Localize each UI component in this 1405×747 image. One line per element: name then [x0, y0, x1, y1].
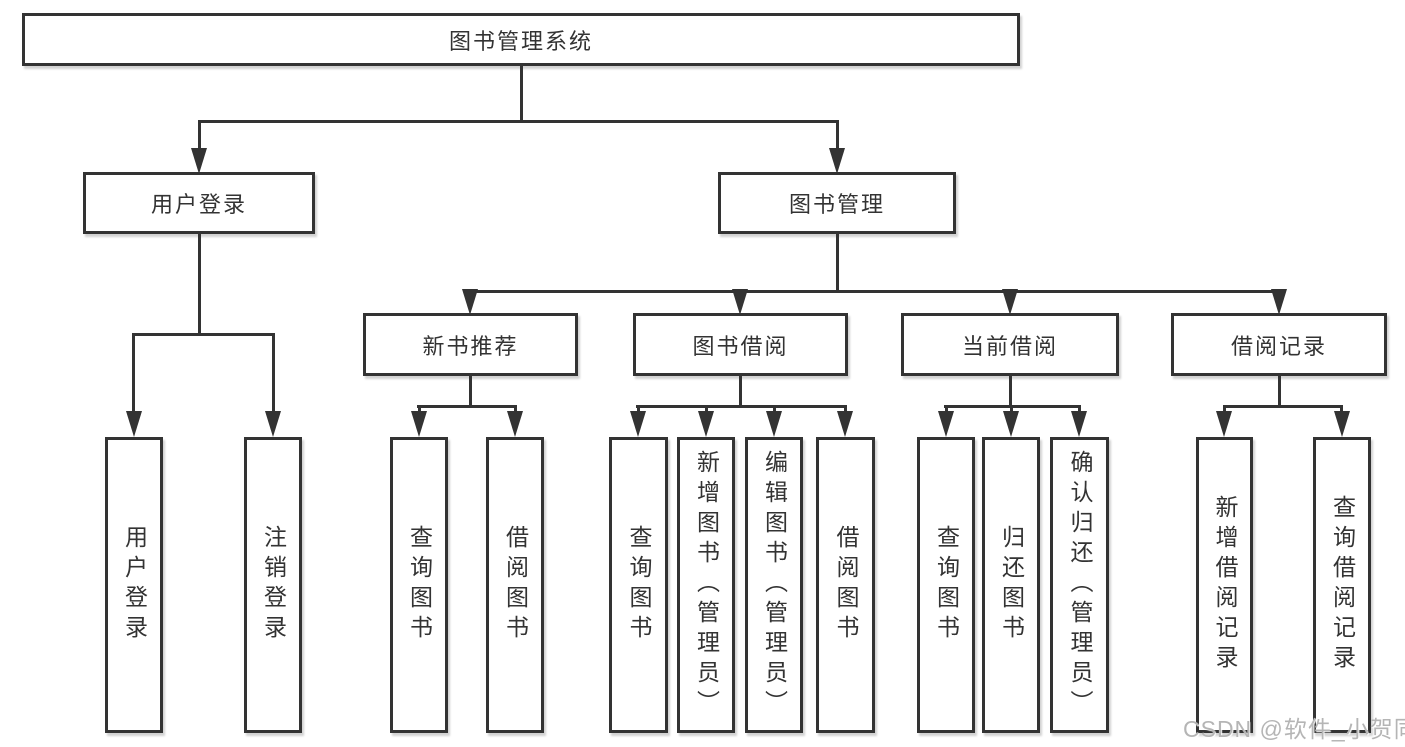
connector-line — [1009, 376, 1012, 407]
leaf-user-login: 用户登录 — [105, 437, 163, 733]
leaf-label: 借阅图书 — [502, 525, 529, 645]
arrow-down-icon — [766, 411, 782, 437]
connector-line — [132, 333, 135, 413]
arrow-down-icon — [191, 148, 207, 174]
connector-line — [836, 120, 839, 150]
leaf-label: 查询借阅记录 — [1329, 495, 1356, 675]
connector-line — [636, 405, 847, 408]
arrow-down-icon — [630, 411, 646, 437]
connector-line — [520, 66, 523, 122]
leaf-recommend-query-books: 查询图书 — [390, 437, 448, 733]
arrow-down-icon — [462, 289, 478, 315]
node-label: 借阅记录 — [1230, 333, 1327, 359]
leaf-borrowing-add-books-admin: 新增图书（管理员） — [677, 437, 735, 733]
leaf-borrowing-borrow-books: 借阅图书 — [816, 437, 875, 733]
connector-line — [469, 376, 472, 407]
node-label: 用户登录 — [150, 192, 247, 217]
leaf-label: 查询图书 — [406, 525, 433, 645]
connector-line — [836, 234, 839, 292]
leaf-label: 编辑图书（管理员） — [761, 450, 788, 720]
connector-line — [470, 290, 1280, 293]
node-label: 图书管理 — [788, 192, 885, 217]
connector-line — [132, 333, 275, 336]
node-user-login: 用户登录 — [83, 172, 315, 234]
watermark: CSDN @软件_小贺同学 — [1183, 716, 1405, 742]
node-new-book-recommend: 新书推荐 — [363, 313, 578, 376]
node-current-borrowing: 当前借阅 — [901, 313, 1119, 376]
leaf-records-add-borrow-record: 新增借阅记录 — [1196, 437, 1253, 733]
node-label: 当前借阅 — [961, 333, 1058, 359]
arrow-down-icon — [1071, 411, 1087, 437]
arrow-down-icon — [1271, 289, 1287, 315]
leaf-borrowing-edit-books-admin: 编辑图书（管理员） — [745, 437, 803, 733]
arrow-down-icon — [1003, 411, 1019, 437]
arrow-down-icon — [732, 289, 748, 315]
arrow-down-icon — [938, 411, 954, 437]
leaf-label: 归还图书 — [998, 525, 1025, 645]
arrow-down-icon — [126, 411, 142, 437]
leaf-label: 查询图书 — [933, 525, 960, 645]
node-borrowing-records: 借阅记录 — [1171, 313, 1387, 376]
leaf-label: 注销登录 — [260, 525, 287, 645]
connector-line — [1278, 376, 1281, 407]
leaf-label: 用户登录 — [121, 525, 148, 645]
leaf-label: 确认归还（管理员） — [1067, 450, 1093, 720]
arrow-down-icon — [1216, 411, 1232, 437]
connector-line — [272, 333, 275, 413]
node-book-borrowing: 图书借阅 — [633, 313, 848, 376]
leaf-current-return-books: 归还图书 — [982, 437, 1040, 733]
arrow-down-icon — [265, 411, 281, 437]
leaf-label: 新增图书（管理员） — [693, 450, 720, 720]
node-label: 图书管理系统 — [448, 28, 593, 54]
leaf-current-query-books: 查询图书 — [917, 437, 975, 733]
arrow-down-icon — [829, 148, 845, 174]
node-label: 图书借阅 — [692, 333, 789, 359]
leaf-recommend-borrow-books: 借阅图书 — [486, 437, 544, 733]
connector-line — [417, 405, 517, 408]
leaf-label: 新增借阅记录 — [1212, 495, 1238, 675]
connector-line — [739, 376, 742, 407]
node-book-management: 图书管理 — [718, 172, 956, 234]
node-label: 新书推荐 — [422, 333, 519, 359]
leaf-logout: 注销登录 — [244, 437, 302, 733]
connector-line — [198, 120, 839, 123]
connector-line — [198, 234, 201, 335]
leaf-borrowing-query-books: 查询图书 — [609, 437, 668, 733]
leaf-current-confirm-return-admin: 确认归还（管理员） — [1050, 437, 1109, 733]
arrow-down-icon — [837, 411, 853, 437]
arrow-down-icon — [1334, 411, 1350, 437]
connector-line — [198, 120, 201, 150]
arrow-down-icon — [411, 411, 427, 437]
arrow-down-icon — [507, 411, 523, 437]
node-library-management-system: 图书管理系统 — [22, 13, 1020, 66]
leaf-label: 借阅图书 — [833, 525, 859, 645]
connector-line — [1223, 405, 1343, 408]
arrow-down-icon — [698, 411, 714, 437]
leaf-records-query-borrow-record: 查询借阅记录 — [1313, 437, 1371, 733]
arrow-down-icon — [1002, 289, 1018, 315]
leaf-label: 查询图书 — [626, 525, 652, 645]
